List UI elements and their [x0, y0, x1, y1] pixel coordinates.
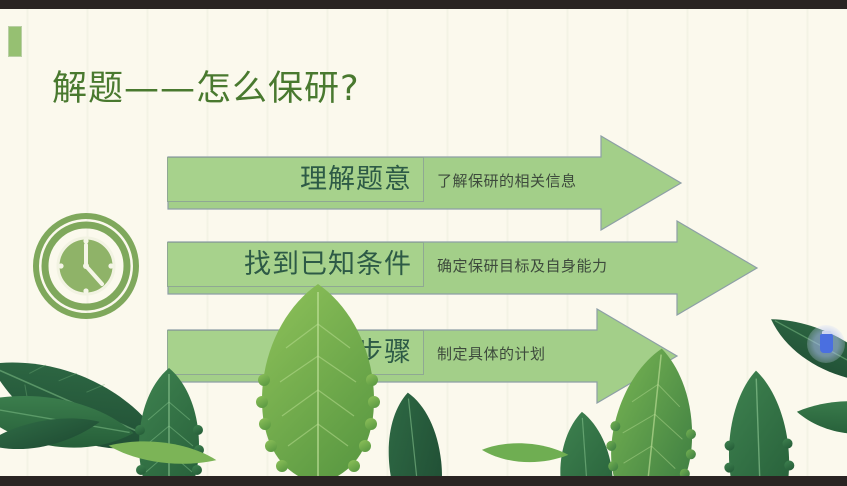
step-label-2: 找到已知条件: [244, 248, 412, 280]
clock-icon: [32, 212, 140, 320]
slide-canvas: 解题——怎么保研? 理解题意: [0, 9, 847, 476]
letterbox-bar-top: [0, 0, 847, 9]
step-description-3: 制定具体的计划: [437, 345, 546, 363]
step-label-3: 解题步骤: [300, 336, 412, 368]
step-label-box-2[interactable]: 找到已知条件: [167, 242, 424, 287]
letterbox-bar-bottom: [0, 476, 847, 486]
page-title: 解题——怎么保研?: [52, 69, 360, 109]
step-label-box-1[interactable]: 理解题意: [167, 157, 424, 202]
step-description-1: 了解保研的相关信息: [437, 172, 577, 190]
usb-cursor-icon[interactable]: [807, 325, 845, 363]
usb-body: [820, 334, 833, 353]
step-description-2: 确定保研目标及自身能力: [437, 257, 608, 275]
step-label-1: 理解题意: [300, 163, 412, 195]
step-label-box-3[interactable]: 解题步骤: [167, 330, 424, 375]
title-accent-bar: [8, 26, 22, 57]
